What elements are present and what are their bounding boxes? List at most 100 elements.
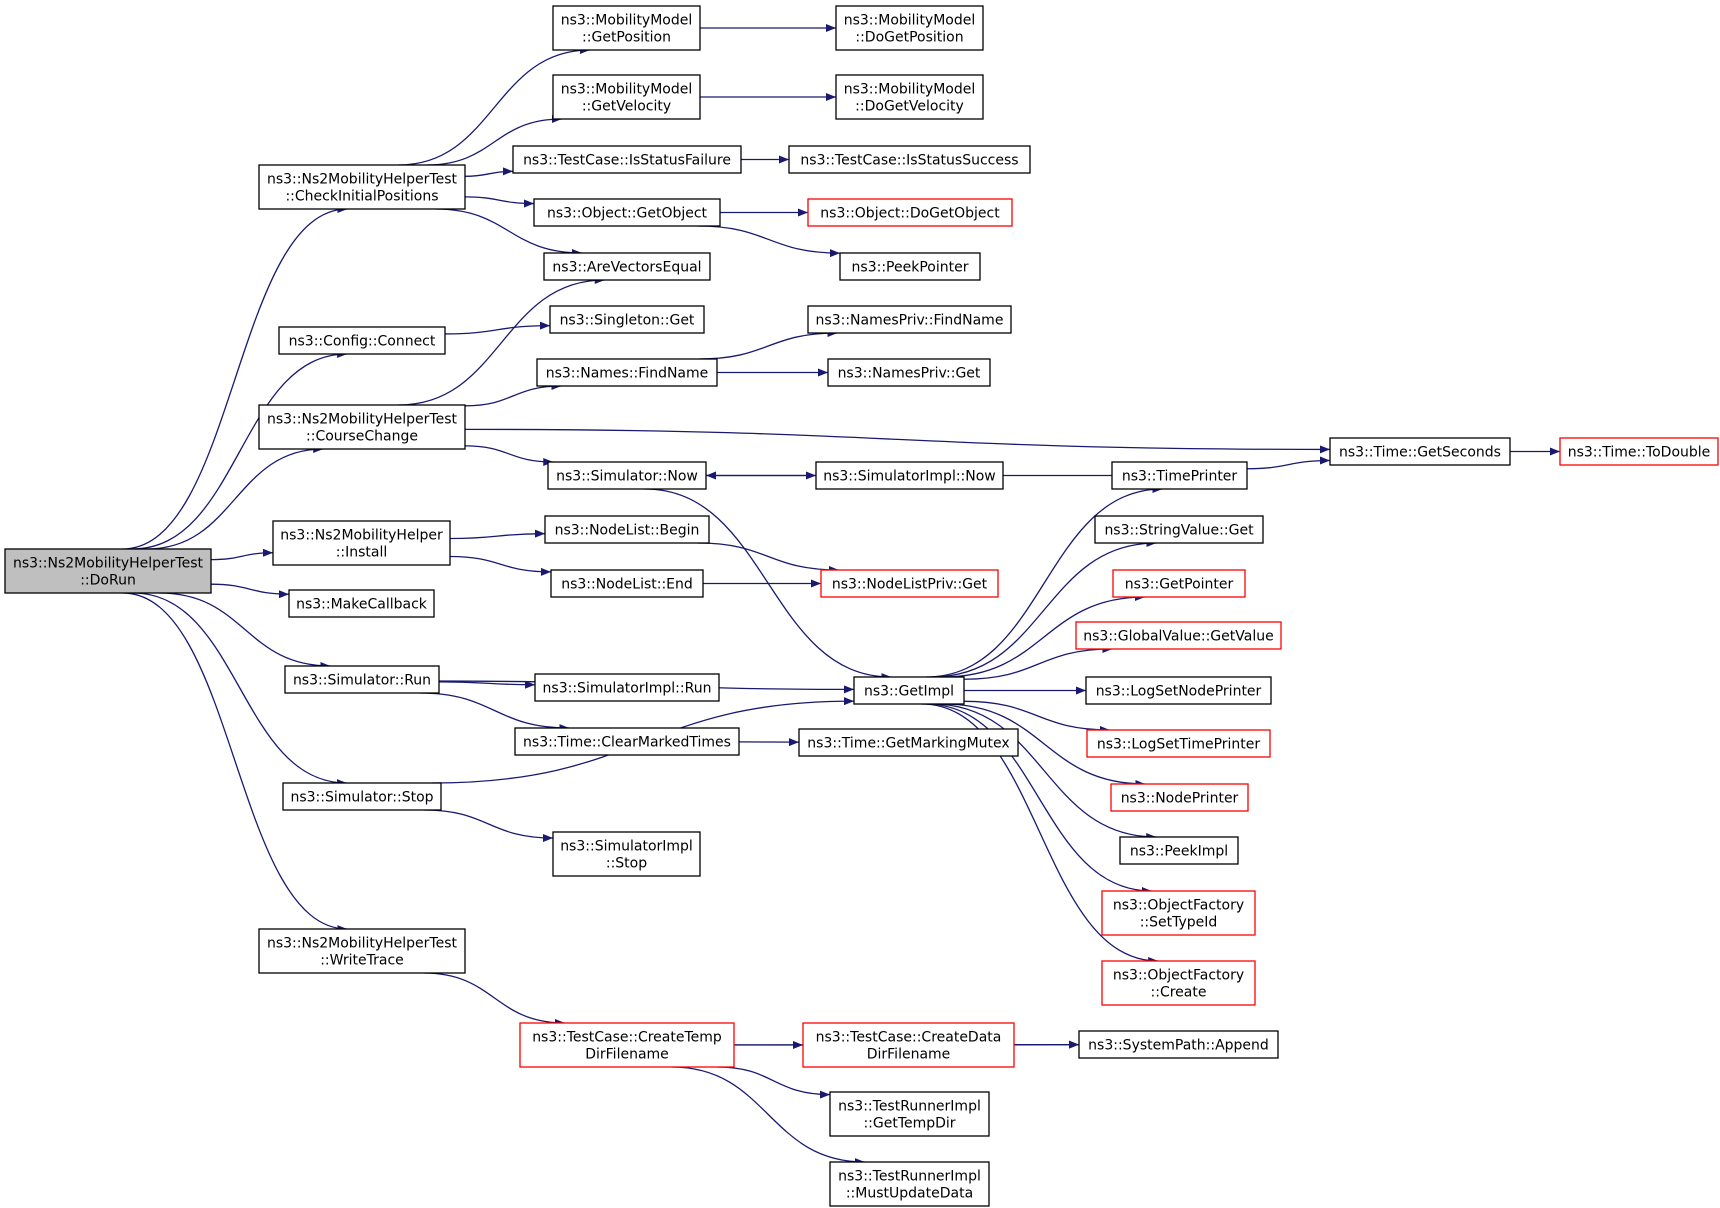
function-node-gv-getvalue[interactable]: ns3::GlobalValue::GetValue: [1075, 621, 1282, 650]
call-edge-obj_getobj-to-peekpointer: [697, 225, 841, 258]
function-node-tc-isfail[interactable]: ns3::TestCase::IsStatusFailure: [512, 145, 742, 174]
call-edge-dorun-to-install: [210, 548, 274, 561]
function-node-time-clear[interactable]: ns3::Time::ClearMarkedTimes: [514, 727, 740, 756]
node-box: [1086, 729, 1271, 758]
call-edge-getimpl-to-of_settypeid: [925, 703, 1152, 895]
node-label: ns3::TestRunnerImpl: [838, 1099, 981, 1115]
function-node-mm-getvel[interactable]: ns3::MobilityModel::GetVelocity: [552, 74, 701, 120]
function-node-sim-now[interactable]: ns3::Simulator::Now: [547, 461, 707, 490]
node-box: [549, 305, 705, 334]
function-node-tri-mustupdate[interactable]: ns3::TestRunnerImpl::MustUpdateData: [829, 1161, 990, 1207]
node-label: ::Stop: [606, 856, 647, 872]
node-box: [802, 1022, 1015, 1068]
node-box: [288, 589, 435, 618]
function-node-time-getseconds[interactable]: ns3::Time::GetSeconds: [1329, 437, 1511, 466]
function-node-nl-begin[interactable]: ns3::NodeList::Begin: [544, 515, 710, 544]
function-node-writetrace[interactable]: ns3::Ns2MobilityHelperTest::WriteTrace: [258, 928, 466, 974]
function-node-getpointer[interactable]: ns3::GetPointer: [1112, 569, 1246, 598]
function-node-simimpl-stop[interactable]: ns3::SimulatorImpl::Stop: [552, 831, 701, 877]
function-node-of-create[interactable]: ns3::ObjectFactory::Create: [1101, 960, 1256, 1006]
node-label: ns3::LogSetTimePrinter: [1097, 737, 1261, 753]
node-label: ns3::SimulatorImpl: [560, 839, 693, 855]
node-label: ns3::TimePrinter: [1122, 469, 1238, 485]
call-edge-nl_begin-to-nlp_get: [697, 542, 839, 574]
function-node-dorun[interactable]: ns3::Ns2MobilityHelperTest::DoRun: [4, 548, 212, 594]
node-box: [533, 198, 721, 227]
function-node-nodeprinter[interactable]: ns3::NodePrinter: [1110, 783, 1249, 812]
node-box: [807, 305, 1012, 334]
function-node-np-findname[interactable]: ns3::NamesPriv::FindName: [807, 305, 1012, 334]
function-node-logsetnode[interactable]: ns3::LogSetNodePrinter: [1085, 676, 1272, 705]
node-box: [1110, 783, 1249, 812]
function-node-logsettime[interactable]: ns3::LogSetTimePrinter: [1086, 729, 1271, 758]
node-label: ns3::Time::GetMarkingMutex: [807, 736, 1009, 752]
node-label: ::MustUpdateData: [846, 1186, 973, 1202]
call-edge-sim_run-to-time_clear: [419, 692, 570, 732]
node-label: ns3::ObjectFactory: [1113, 898, 1244, 914]
node-label: ns3::TestCase::IsStatusFailure: [523, 153, 731, 169]
node-label: ns3::StringValue::Get: [1104, 523, 1254, 539]
function-node-peekpointer[interactable]: ns3::PeekPointer: [839, 252, 981, 281]
function-node-simimpl-run[interactable]: ns3::SimulatorImpl::Run: [534, 673, 720, 702]
node-label: ns3::NodeListPriv::Get: [832, 577, 988, 593]
node-label: ns3::NamesPriv::FindName: [816, 313, 1004, 329]
function-node-np-get[interactable]: ns3::NamesPriv::Get: [827, 358, 991, 387]
call-edge-sim_run-to-simimpl_run: [438, 680, 536, 689]
function-node-of-settypeid[interactable]: ns3::ObjectFactory::SetTypeId: [1101, 890, 1256, 936]
node-box: [278, 326, 446, 355]
call-edge-dorun-to-sim_stop: [132, 592, 347, 787]
function-node-mm-getpos[interactable]: ns3::MobilityModel::GetPosition: [552, 5, 701, 51]
function-node-mm-dogetvel[interactable]: ns3::MobilityModel::DoGetVelocity: [835, 74, 984, 120]
function-node-time-getmutex[interactable]: ns3::Time::GetMarkingMutex: [798, 728, 1019, 757]
function-node-getimpl[interactable]: ns3::GetImpl: [853, 676, 965, 705]
function-node-names-find[interactable]: ns3::Names::FindName: [536, 358, 718, 387]
node-box: [1112, 569, 1246, 598]
function-node-sim-run[interactable]: ns3::Simulator::Run: [284, 665, 440, 694]
function-node-simimpl-now[interactable]: ns3::SimulatorImpl::Now: [815, 461, 1004, 490]
call-edge-getimpl-to-gv_getvalue: [963, 645, 1113, 680]
call-edge-install-to-nl_end: [449, 555, 552, 576]
function-node-install[interactable]: ns3::Ns2MobilityHelper::Install: [272, 520, 451, 566]
node-label: ::GetPosition: [582, 30, 671, 46]
function-node-mm-dogetpos[interactable]: ns3::MobilityModel::DoGetPosition: [835, 5, 984, 51]
node-box: [4, 548, 212, 594]
function-node-obj-dogetobj[interactable]: ns3::Object::DoGetObject: [807, 198, 1013, 227]
node-label: ::DoGetVelocity: [855, 99, 964, 115]
function-node-obj-getobj[interactable]: ns3::Object::GetObject: [533, 198, 721, 227]
function-node-makecallback[interactable]: ns3::MakeCallback: [288, 589, 435, 618]
function-node-stringvalue-get[interactable]: ns3::StringValue::Get: [1094, 515, 1264, 544]
call-edge-dorun-to-checkinit: [122, 205, 348, 550]
node-box: [820, 569, 999, 598]
node-box: [512, 145, 742, 174]
node-box: [534, 673, 720, 702]
node-box: [788, 145, 1031, 174]
function-node-arevec[interactable]: ns3::AreVectorsEqual: [543, 252, 711, 281]
function-node-peekimpl[interactable]: ns3::PeekImpl: [1119, 836, 1239, 865]
function-node-nl-end[interactable]: ns3::NodeList::End: [550, 569, 704, 598]
function-node-timeprinter[interactable]: ns3::TimePrinter: [1111, 461, 1248, 490]
function-node-coursechange[interactable]: ns3::Ns2MobilityHelperTest::CourseChange: [258, 404, 466, 450]
node-label: ns3::Names::FindName: [546, 366, 709, 382]
node-box: [1119, 836, 1239, 865]
function-node-config-connect[interactable]: ns3::Config::Connect: [278, 326, 446, 355]
node-label: ::CourseChange: [306, 429, 418, 445]
call-edge-getimpl-to-getpointer: [943, 593, 1145, 678]
call-edge-checkinit-to-mm_getvel: [426, 115, 562, 166]
function-node-time-todouble[interactable]: ns3::Time::ToDouble: [1559, 437, 1719, 466]
function-node-singleton-get[interactable]: ns3::Singleton::Get: [549, 305, 705, 334]
function-node-systempath-append[interactable]: ns3::SystemPath::Append: [1078, 1030, 1279, 1059]
node-label: ns3::Time::GetSeconds: [1339, 445, 1501, 461]
node-label: ns3::SystemPath::Append: [1088, 1038, 1269, 1054]
function-node-tc-issucc[interactable]: ns3::TestCase::IsStatusSuccess: [788, 145, 1031, 174]
node-label: ::SetTypeId: [1140, 915, 1218, 931]
function-node-sim-stop[interactable]: ns3::Simulator::Stop: [282, 782, 442, 811]
node-box: [835, 5, 984, 51]
function-node-checkinit[interactable]: ns3::Ns2MobilityHelperTest::CheckInitial…: [258, 164, 466, 210]
function-node-nlp-get[interactable]: ns3::NodeListPriv::Get: [820, 569, 999, 598]
function-node-tri-gettemp[interactable]: ns3::TestRunnerImpl::GetTempDir: [829, 1091, 990, 1137]
node-label: ns3::LogSetNodePrinter: [1096, 684, 1262, 700]
node-box: [829, 1091, 990, 1137]
call-edge-coursechange-to-arevec: [398, 276, 605, 406]
